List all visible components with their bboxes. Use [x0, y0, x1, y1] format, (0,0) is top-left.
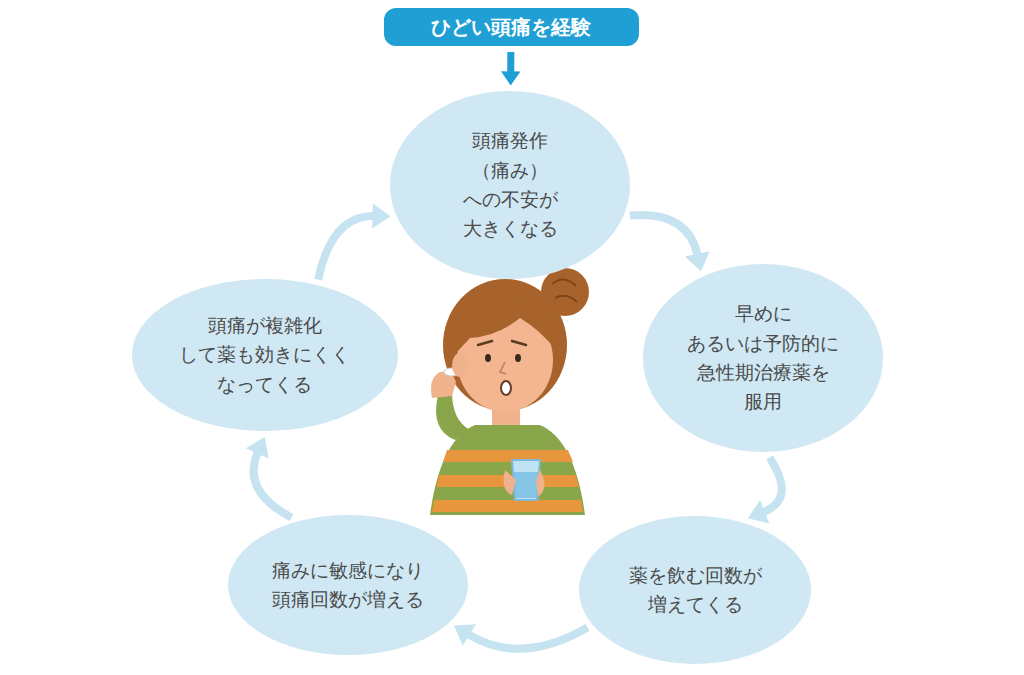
cycle-arrow: [318, 203, 390, 279]
mouth: [501, 381, 511, 395]
node-text: 頭痛が複雑化 して薬も効きにくく なってくる: [179, 311, 350, 399]
arm: [436, 392, 470, 440]
cup: [512, 460, 540, 500]
arrow-line: [507, 52, 514, 73]
node-text: 早めに あるいは予防的に 急性期治療薬を 服用: [687, 299, 839, 417]
cycle-ellipse: 痛みに敏感になり 頭痛回数が増える: [228, 515, 468, 655]
arrow-head: [685, 251, 710, 271]
ear: [452, 353, 468, 377]
eye: [515, 354, 521, 362]
eye: [485, 354, 491, 362]
cycle-arrow: [454, 624, 588, 648]
cycle-arrow: [501, 52, 521, 85]
arrow-head: [748, 500, 769, 523]
water: [514, 472, 538, 498]
shirt-stripes: [432, 450, 583, 512]
cycle-ellipse: 薬を飲む回数が 増えてくる: [579, 516, 811, 664]
brows: [478, 341, 526, 345]
bun-lines: [552, 279, 577, 302]
cycle-arrow: [246, 437, 292, 517]
start-label-box: ひどい頭痛を経験: [384, 8, 639, 46]
cycle-ellipse: 頭痛が複雑化 して薬も効きにくく なってくる: [132, 279, 399, 431]
fringe: [457, 298, 556, 352]
node-text: 薬を飲む回数が 増えてくる: [629, 561, 762, 620]
arrow-head: [454, 624, 476, 645]
hair-bun: [541, 268, 589, 316]
cycle-ellipse: 頭痛発作 （痛み）への不安が 大きくなる: [390, 91, 630, 278]
cup-hand: [504, 470, 545, 497]
node-text: 頭痛発作 （痛み）への不安が 大きくなる: [463, 126, 558, 244]
node-text: 痛みに敏感になり 頭痛回数が増える: [272, 556, 424, 615]
arrow-line: [318, 216, 374, 280]
arrow-head: [501, 71, 521, 85]
arrow-head: [372, 203, 390, 228]
arrow-line: [630, 215, 698, 256]
cycle-ellipse: 早めに あるいは予防的に 急性期治療薬を 服用: [643, 264, 883, 451]
cycle-arrow: [748, 457, 782, 523]
cycle-arrow: [630, 215, 710, 271]
nose: [500, 362, 506, 374]
node-text: ひどい頭痛を経験: [431, 15, 591, 39]
arrow-line: [254, 452, 292, 518]
arrow-line: [468, 627, 588, 648]
arrow-head: [246, 437, 269, 459]
arrow-line: [763, 457, 782, 512]
